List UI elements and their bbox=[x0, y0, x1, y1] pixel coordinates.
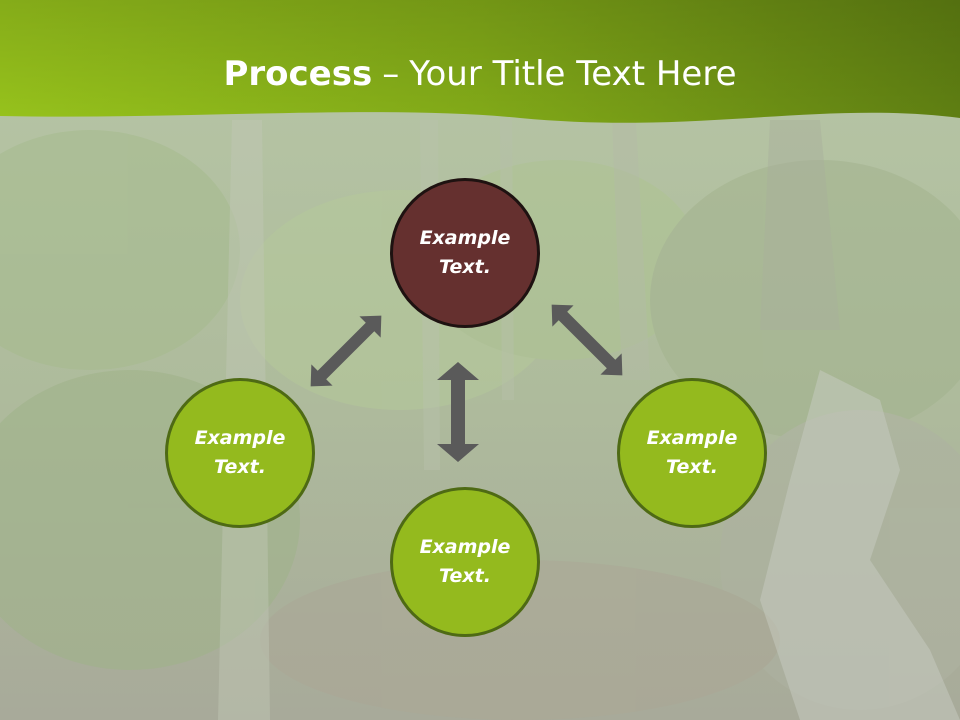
title-text: Your Title Text Here bbox=[409, 54, 737, 94]
node-label: Example Text. bbox=[646, 427, 738, 478]
node-label: Example Text. bbox=[419, 227, 511, 278]
process-node-left: Example Text. bbox=[165, 378, 315, 528]
title-separator: – bbox=[382, 54, 400, 94]
node-label: Example Text. bbox=[419, 536, 511, 587]
node-label: Example Text. bbox=[194, 427, 286, 478]
process-node-right: Example Text. bbox=[617, 378, 767, 528]
title-bold: Process bbox=[223, 54, 373, 94]
slide-title: Process–Your Title Text Here bbox=[0, 52, 960, 96]
process-node-top: Example Text. bbox=[390, 178, 540, 328]
process-node-bottom: Example Text. bbox=[390, 487, 540, 637]
